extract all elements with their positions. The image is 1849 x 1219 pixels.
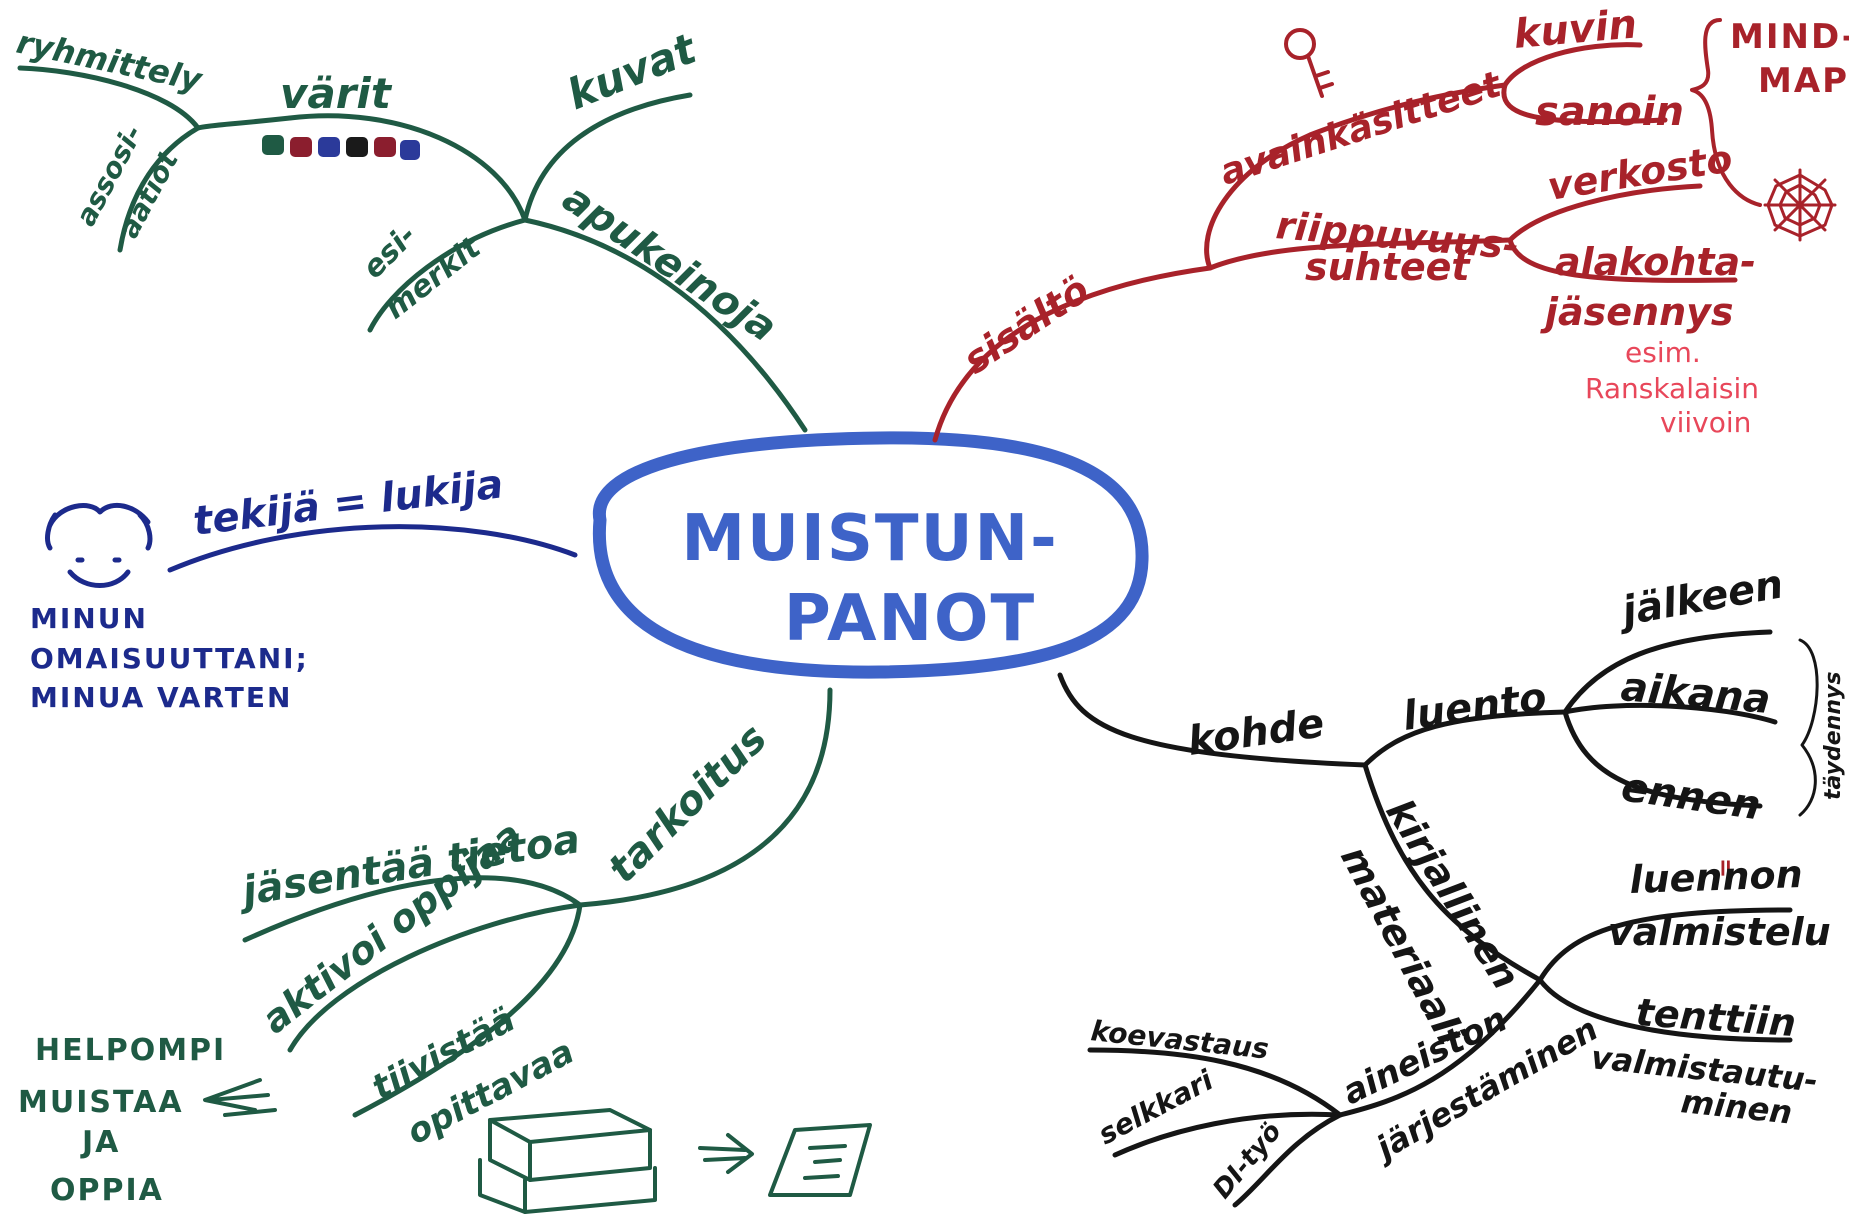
label-ennen: ennen bbox=[1619, 764, 1764, 829]
label-luento: luento bbox=[1400, 674, 1549, 740]
central-node: MUISTUN- PANOT bbox=[592, 431, 1149, 679]
label-mind: MIND- bbox=[1730, 17, 1849, 57]
label-jalkeen: jälkeen bbox=[1613, 561, 1787, 636]
branch-kohde: kohde luento jälkeen aikana ennen täyden… bbox=[1057, 561, 1846, 1208]
branch-apukeinoja: apukeinoja värit ryhmittely assosi- aati… bbox=[13, 23, 808, 433]
label-luennon: luennon bbox=[1629, 852, 1804, 902]
label-apukeinoja: apukeinoja bbox=[554, 175, 784, 351]
bracket-taydennys bbox=[1798, 638, 1819, 817]
label-minua-varten: MINUA VARTEN bbox=[30, 681, 292, 714]
books-icon bbox=[478, 1108, 657, 1214]
label-oppia: OPPIA bbox=[50, 1173, 164, 1208]
label-valmistelu: valmistelu bbox=[1608, 910, 1831, 954]
note-paper-icon bbox=[768, 1123, 872, 1197]
bracket-icon bbox=[1690, 18, 1762, 207]
arrow-left-icon bbox=[203, 1078, 277, 1117]
label-jasennys: jäsennys bbox=[1540, 290, 1734, 334]
spider-web-icon bbox=[1763, 168, 1837, 242]
arrow-right-icon bbox=[698, 1133, 754, 1174]
central-title-line2: PANOT bbox=[784, 582, 1036, 656]
label-helpompi: HELPOMPI bbox=[35, 1033, 226, 1068]
smiley-face-icon bbox=[45, 502, 153, 588]
label-taydennys: täydennys bbox=[1821, 672, 1846, 800]
label-ryhmittely: ryhmittely bbox=[13, 23, 206, 99]
label-map: MAP bbox=[1758, 61, 1849, 101]
branch-tarkoitus: tarkoitus jäsentää tietoa aktivoi oppija… bbox=[18, 687, 872, 1214]
label-varit: värit bbox=[280, 69, 393, 118]
label-equals: = bbox=[1712, 858, 1740, 878]
color-swatches bbox=[262, 135, 420, 160]
label-ja: JA bbox=[80, 1125, 120, 1160]
branch-sisalto: sisältö avainkäsitteet kuvin sanoin MIND… bbox=[932, 1, 1849, 443]
branch-tekija: tekijä = lukija MINUN OMAISUUTTANI; MINU… bbox=[30, 461, 578, 714]
label-verkosto: verkosto bbox=[1545, 136, 1736, 209]
label-sisalto: sisältö bbox=[955, 267, 1097, 382]
label-tenttiin: tenttiin bbox=[1634, 990, 1797, 1045]
label-kuvat: kuvat bbox=[560, 23, 704, 119]
label-aikana: aikana bbox=[1619, 664, 1772, 723]
label-tekija-lukija: tekijä = lukija bbox=[191, 461, 506, 545]
label-ranskalaisin: Ranskalaisin bbox=[1585, 372, 1759, 405]
label-avainkasitteet: avainkäsitteet bbox=[1215, 64, 1508, 194]
label-omaisuuttani: OMAISUUTTANI; bbox=[30, 642, 309, 675]
label-suhteet: suhteet bbox=[1305, 245, 1471, 289]
label-kuvin: kuvin bbox=[1512, 1, 1639, 58]
label-tarkoitus: tarkoitus bbox=[600, 716, 777, 893]
label-viivoin: viivoin bbox=[1660, 406, 1751, 439]
label-alakohta: alakohta- bbox=[1555, 240, 1756, 284]
label-koevastaus: koevastaus bbox=[1089, 1014, 1270, 1065]
label-minun: MINUN bbox=[30, 602, 148, 635]
central-title-line1: MUISTUN- bbox=[681, 502, 1058, 576]
label-sanoin: sanoin bbox=[1535, 89, 1684, 135]
label-muistaa: MUISTAA bbox=[18, 1085, 184, 1120]
label-esim: esim. bbox=[1625, 336, 1701, 369]
label-kohde: kohde bbox=[1185, 700, 1327, 765]
key-icon bbox=[1284, 28, 1334, 98]
